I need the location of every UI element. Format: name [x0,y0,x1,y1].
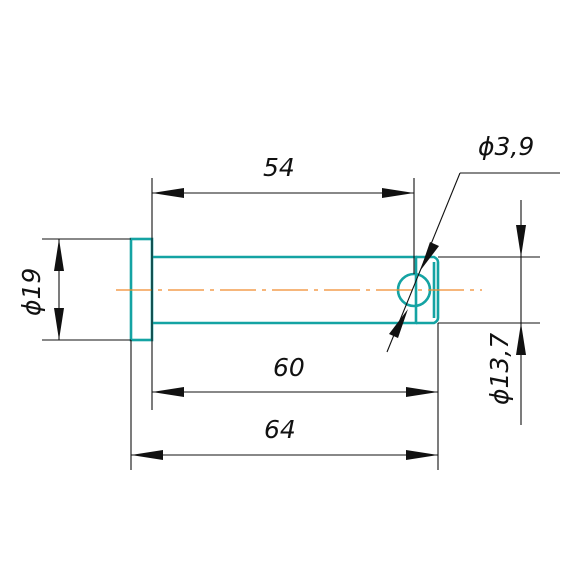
dim-54-label: 54 [263,153,295,182]
dim-head-diameter-label: ϕ19 [17,268,46,316]
dim-shank-diameter: ϕ13,7 [485,200,526,425]
dim-64-label: 64 [264,415,296,444]
dim-head-diameter: ϕ19 [17,239,64,340]
dim-60-label: 60 [273,353,305,382]
dim-hole-diameter: ϕ3,9 [386,132,560,353]
dim-64: 64 [131,415,438,460]
dim-shank-diameter-label: ϕ13,7 [485,333,514,405]
dim-60: 60 [152,353,438,397]
dim-54: 54 [152,153,414,198]
dim-hole-diameter-label: ϕ3,9 [478,132,534,161]
pin-shank [152,255,418,325]
extension-lines [42,178,540,470]
